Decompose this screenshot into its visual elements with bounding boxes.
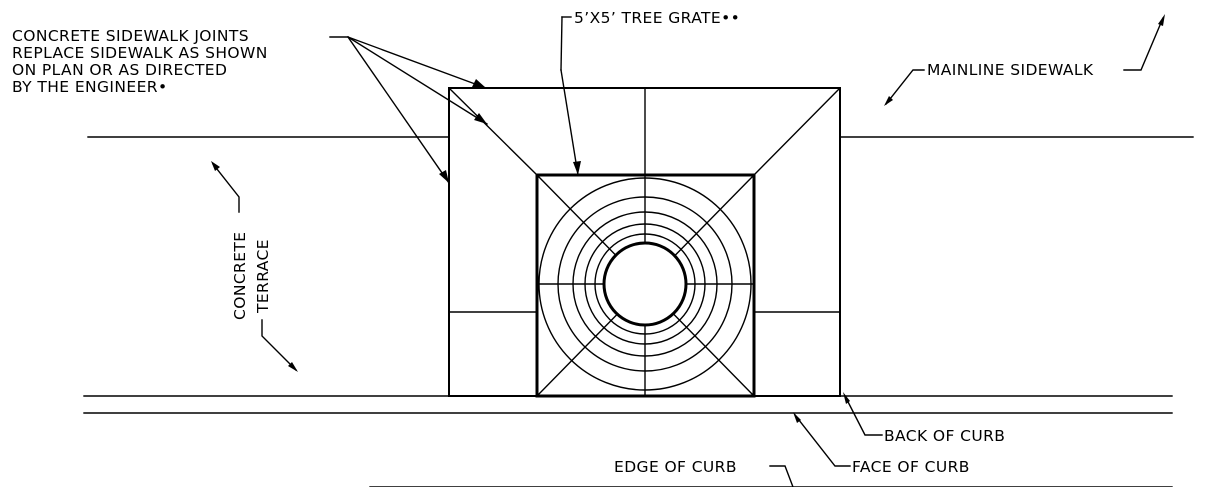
- grate-frame: [535, 173, 756, 398]
- face-of-curb-leader: [793, 412, 851, 467]
- mainline-sidewalk-label: MAINLINE SIDEWALK: [927, 61, 1094, 79]
- concrete-terrace-label-line-1: CONCRETE: [231, 232, 249, 320]
- back-of-curb-label: BACK OF CURB: [884, 427, 1005, 445]
- grate-ring-1: [594, 233, 696, 335]
- panel-joint-diagonal-right: [753, 87, 841, 176]
- grate-ring-4: [557, 196, 733, 372]
- grate-ring-3: [572, 211, 718, 357]
- concrete-terrace-label-line-2: TERRACE: [254, 239, 272, 314]
- tree-grate-label: 5’X5’ TREE GRATE••: [574, 9, 740, 27]
- joints-leaders: [329, 36, 488, 184]
- joints-note-line-3: ON PLAN OR AS DIRECTED: [12, 61, 227, 79]
- back-of-curb-leader: [843, 392, 883, 436]
- tree-grate: [535, 173, 756, 398]
- mainline-sidewalk-leader: [884, 14, 1165, 106]
- grate-ring-2: [584, 223, 706, 345]
- tree-opening: [602, 241, 688, 327]
- panel-joint-diagonal-left: [448, 87, 538, 176]
- edge-of-curb-label: EDGE OF CURB: [614, 458, 737, 476]
- face-of-curb-label: FACE OF CURB: [852, 458, 970, 476]
- edge-of-curb-leader: [769, 465, 794, 487]
- tree-grate-leader: [560, 16, 581, 176]
- joints-note-line-1: CONCRETE SIDEWALK JOINTS: [12, 27, 249, 45]
- concrete-terrace-leaders: [211, 161, 298, 372]
- joints-note-line-4: BY THE ENGINEER•: [12, 78, 168, 96]
- joints-note-line-2: REPLACE SIDEWALK AS SHOWN: [12, 44, 268, 62]
